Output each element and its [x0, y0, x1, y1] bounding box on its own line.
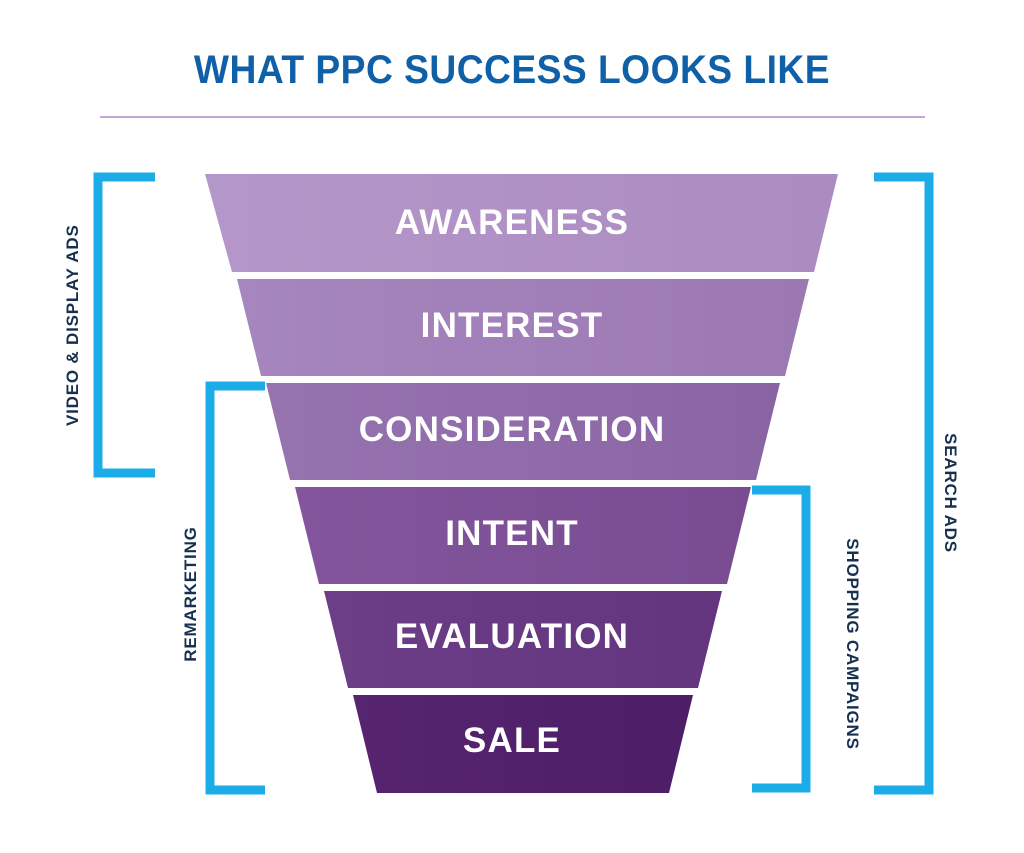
bracket-shopping-campaigns — [752, 485, 811, 793]
page-title-text: WHAT PPC SUCCESS LOOKS LIKE — [193, 48, 831, 92]
funnel-band-consideration[interactable] — [266, 383, 780, 480]
bracket-remarketing — [205, 381, 265, 795]
bracket-label-search-ads: SEARCH ADS — [941, 433, 960, 553]
funnel-band-evaluation[interactable] — [324, 591, 722, 688]
funnel-band-intent[interactable] — [295, 487, 751, 584]
bracket-label-remarketing: REMARKETING — [181, 526, 200, 662]
page-title: WHAT PPC SUCCESS LOOKS LIKE — [0, 48, 1024, 93]
bracket-search-ads — [874, 172, 934, 795]
funnel-band-interest[interactable] — [237, 279, 809, 376]
bracket-label-video-display-ads: VIDEO & DISPLAY ADS — [63, 224, 82, 426]
title-divider — [100, 116, 925, 118]
funnel-band-sale[interactable] — [353, 695, 693, 793]
bracket-video-display-ads — [93, 172, 155, 478]
funnel-band-awareness[interactable] — [205, 174, 838, 272]
funnel-bands — [205, 174, 838, 793]
bracket-label-shopping-campaigns: SHOPPING CAMPAIGNS — [843, 538, 862, 750]
